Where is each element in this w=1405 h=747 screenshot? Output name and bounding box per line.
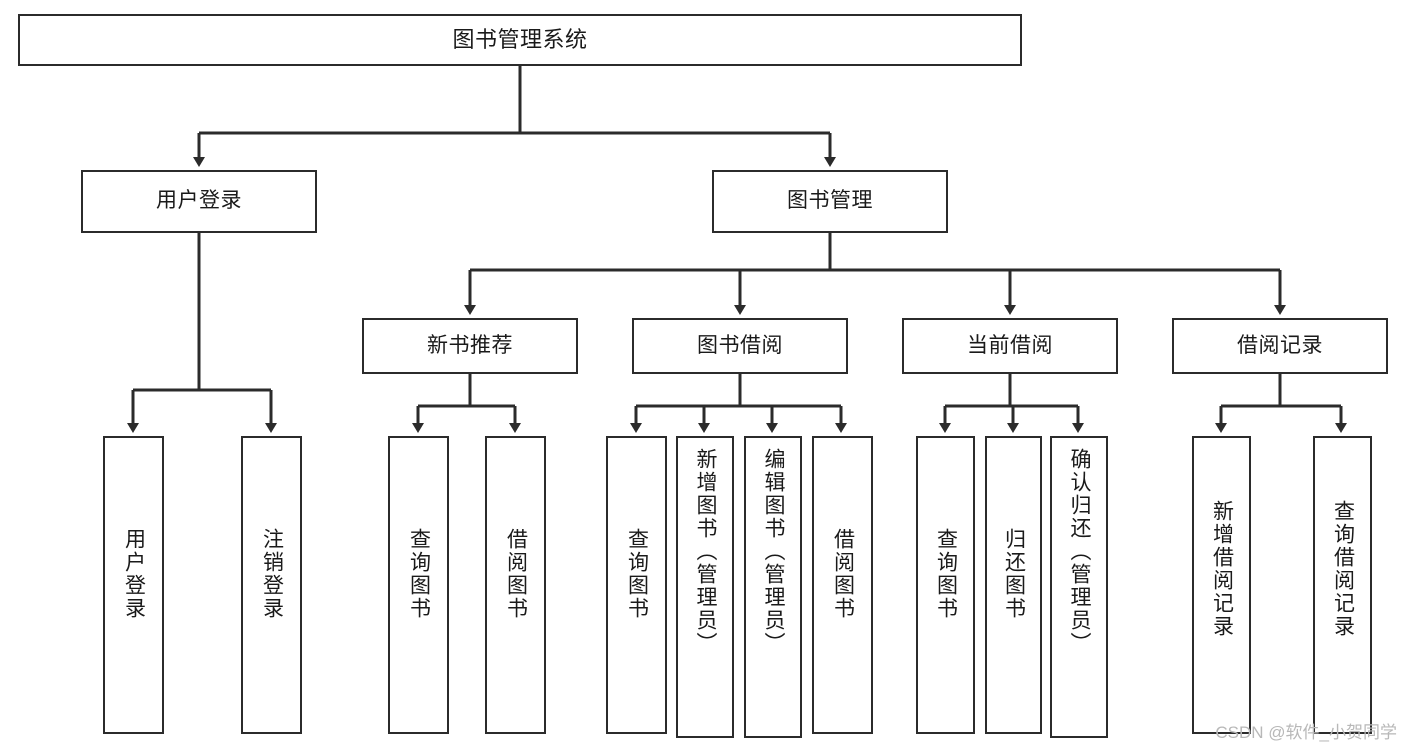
node-label: 新增借阅记录 xyxy=(1210,500,1234,638)
node-label: 查询图书 xyxy=(934,528,958,620)
node-label: 新书推荐 xyxy=(427,333,513,357)
leaf-borrow-book-borrowing[interactable]: 借阅图书 xyxy=(812,436,873,734)
node-borrowing-records[interactable]: 借阅记录 xyxy=(1172,318,1388,374)
node-label: 确认归还（管理员） xyxy=(1068,448,1092,655)
node-label: 借阅图书 xyxy=(831,528,855,620)
node-label: 图书借阅 xyxy=(697,333,783,357)
leaf-add-borrowing-record[interactable]: 新增借阅记录 xyxy=(1192,436,1251,734)
node-new-book-recommendation[interactable]: 新书推荐 xyxy=(362,318,578,374)
node-label: 查询图书 xyxy=(407,528,431,620)
leaf-confirm-return-admin[interactable]: 确认归还（管理员） xyxy=(1050,436,1108,738)
leaf-logout[interactable]: 注销登录 xyxy=(241,436,302,734)
node-label: 图书管理系统 xyxy=(452,27,588,53)
leaf-query-book-recommendation[interactable]: 查询图书 xyxy=(388,436,449,734)
node-label: 用户登录 xyxy=(156,189,242,213)
node-label: 查询图书 xyxy=(625,528,649,620)
node-label: 借阅图书 xyxy=(504,528,528,620)
node-book-management[interactable]: 图书管理 xyxy=(712,170,948,233)
node-label: 注销登录 xyxy=(260,528,284,620)
leaf-query-book-current[interactable]: 查询图书 xyxy=(916,436,975,734)
node-label: 当前借阅 xyxy=(967,333,1053,357)
node-label: 图书管理 xyxy=(787,189,873,213)
leaf-query-borrowing-record[interactable]: 查询借阅记录 xyxy=(1313,436,1372,734)
leaf-add-book-admin[interactable]: 新增图书（管理员） xyxy=(676,436,734,738)
node-label: 用户登录 xyxy=(122,528,146,620)
leaf-return-book[interactable]: 归还图书 xyxy=(985,436,1042,734)
leaf-query-book-borrowing[interactable]: 查询图书 xyxy=(606,436,667,734)
node-book-borrowing[interactable]: 图书借阅 xyxy=(632,318,848,374)
node-root-book-management-system[interactable]: 图书管理系统 xyxy=(18,14,1022,66)
node-current-borrowing[interactable]: 当前借阅 xyxy=(902,318,1118,374)
node-label: 查询借阅记录 xyxy=(1331,500,1355,638)
node-label: 归还图书 xyxy=(1002,528,1026,620)
watermark: CSDN @软件_小贺同学 xyxy=(1215,723,1397,742)
node-user-login[interactable]: 用户登录 xyxy=(81,170,317,233)
node-label: 借阅记录 xyxy=(1237,333,1323,357)
leaf-edit-book-admin[interactable]: 编辑图书（管理员） xyxy=(744,436,802,738)
node-label: 编辑图书（管理员） xyxy=(762,448,786,655)
node-label: 新增图书（管理员） xyxy=(694,448,718,655)
leaf-borrow-book-recommendation[interactable]: 借阅图书 xyxy=(485,436,546,734)
leaf-user-login[interactable]: 用户登录 xyxy=(103,436,164,734)
